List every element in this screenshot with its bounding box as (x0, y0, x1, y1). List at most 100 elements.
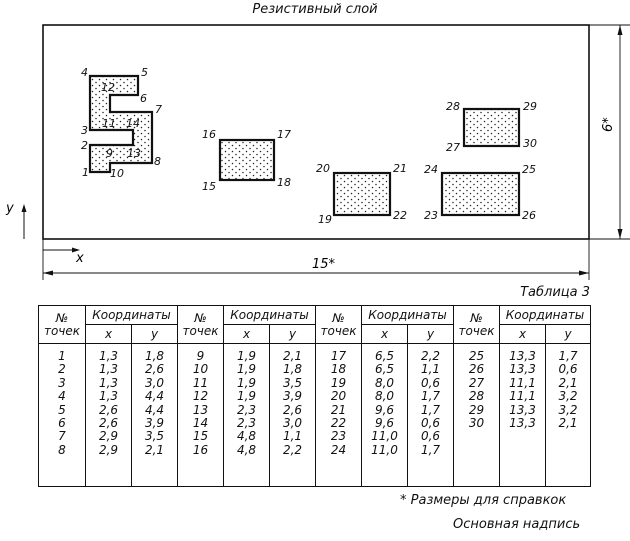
point-label-19: 19 (318, 213, 332, 226)
point-label-24: 24 (424, 163, 438, 176)
table-cell-x: 8,0 (374, 389, 395, 404)
table-cell-y: 4,4 (144, 402, 165, 417)
resistor-rect-15-18 (218, 138, 276, 182)
table-cell-x: 1,3 (98, 389, 119, 404)
point-label-12: 12 (101, 81, 115, 94)
table-cell-x: 1,3 (98, 362, 119, 377)
table-cell-n: 9 (196, 349, 205, 363)
table-cell-y: 2,2 (420, 349, 441, 363)
table-cell-y: 3,5 (144, 429, 165, 444)
table-cell-x: 13,3 (509, 349, 536, 363)
table-cell-y: 3,0 (282, 416, 303, 431)
table-cell-n: 16 (192, 442, 209, 457)
table-cell-y: 1,7 (420, 402, 441, 417)
table-cell-y: 1,7 (558, 349, 578, 363)
substrate-outline (42, 24, 590, 240)
table-cell-y: 0,6 (558, 362, 578, 377)
table-cell-y: 2,2 (282, 442, 303, 457)
point-label-22: 22 (393, 209, 407, 222)
table-cell-x: 11,0 (371, 442, 398, 457)
resistor-rect-23-26 (440, 171, 521, 217)
table-cell-n: 8 (58, 442, 66, 457)
table-cell-y: 3,2 (558, 402, 578, 417)
table-cell-x: 13,3 (509, 362, 536, 377)
table-cell-n: 13 (192, 402, 209, 417)
point-label-3: 3 (81, 124, 88, 137)
height-dimension: 6* (601, 117, 616, 132)
point-label-26: 26 (522, 209, 536, 222)
point-label-28: 28 (446, 100, 460, 113)
table-cell-y: 2,6 (282, 402, 303, 417)
table-cell-x: 4,8 (236, 429, 257, 444)
table-cell-n: 21 (330, 402, 347, 417)
table-cell-n: 15 (192, 429, 209, 444)
title-block-note: Основная надпись (453, 517, 581, 532)
table-cell-x: 6,5 (374, 349, 395, 363)
table-cell-y: 2,1 (558, 375, 578, 390)
point-label-20: 20 (316, 162, 330, 175)
table-cell-n: 14 (192, 416, 209, 431)
table-cell-n: 1 (58, 349, 66, 363)
table-cell-x: 13,3 (509, 402, 536, 417)
point-label-17: 17 (277, 128, 291, 141)
point-label-8: 8 (154, 155, 161, 168)
point-label-4: 4 (81, 66, 88, 79)
table-cell-x: 1,9 (236, 362, 257, 377)
resistor-rect-19-22 (332, 171, 392, 217)
table-cell-n: 28 (468, 389, 485, 404)
table-cell-y: 3,0 (144, 375, 165, 390)
table-cell-x: 9,6 (374, 416, 395, 431)
drawing-title: Резистивный слой (252, 2, 378, 17)
table-cell-y: 1,7 (420, 389, 441, 404)
header-x: x (361, 324, 408, 344)
table-cell-n: 6 (58, 416, 66, 431)
point-label-10: 10 (110, 167, 124, 180)
table-cell-x: 11,1 (509, 389, 536, 404)
table-cell-n: 22 (330, 416, 347, 431)
header-y: y (545, 324, 591, 344)
point-label-30: 30 (523, 137, 537, 150)
point-label-5: 5 (141, 66, 148, 79)
header-x: x (223, 324, 270, 344)
point-label-15: 15 (202, 180, 216, 193)
table-cell-n: 20 (330, 389, 347, 404)
table-caption: Таблица 3 (520, 285, 590, 300)
table-cell-x: 6,5 (374, 362, 395, 377)
table-cell-y: 4,4 (144, 389, 165, 404)
height-arrow-bottom (617, 229, 623, 239)
table-cell-x: 13,3 (509, 416, 536, 431)
table-cell-n: 27 (468, 375, 485, 390)
table-cell-n: 10 (192, 362, 209, 377)
table-cell-y: 2,1 (144, 442, 165, 457)
table-cell-y: 3,5 (282, 375, 303, 390)
point-label-27: 27 (446, 141, 460, 154)
table-cell-n: 26 (468, 362, 485, 377)
table-cell-n: 7 (58, 429, 66, 444)
header-coordinates: Координаты (499, 305, 591, 325)
table-cell-y: 2,6 (144, 362, 165, 377)
resistor-shape-meander (88, 74, 154, 174)
table-cell-n: 2 (58, 362, 66, 377)
table-cell-x: 1,3 (98, 375, 119, 390)
table-cell-n: 23 (330, 429, 347, 444)
width-arrow-right (579, 270, 589, 276)
table-cell-x: 2,6 (98, 416, 119, 431)
header-y: y (131, 324, 178, 344)
point-label-9: 9 (106, 147, 113, 160)
header-coordinates: Координаты (223, 305, 316, 325)
table-cell-x: 1,9 (236, 375, 257, 390)
table-cell-x: 1,3 (98, 349, 119, 363)
point-label-16: 16 (202, 128, 216, 141)
table-cell-x: 11,1 (509, 375, 536, 390)
table-cell-y: 1,7 (420, 442, 441, 457)
